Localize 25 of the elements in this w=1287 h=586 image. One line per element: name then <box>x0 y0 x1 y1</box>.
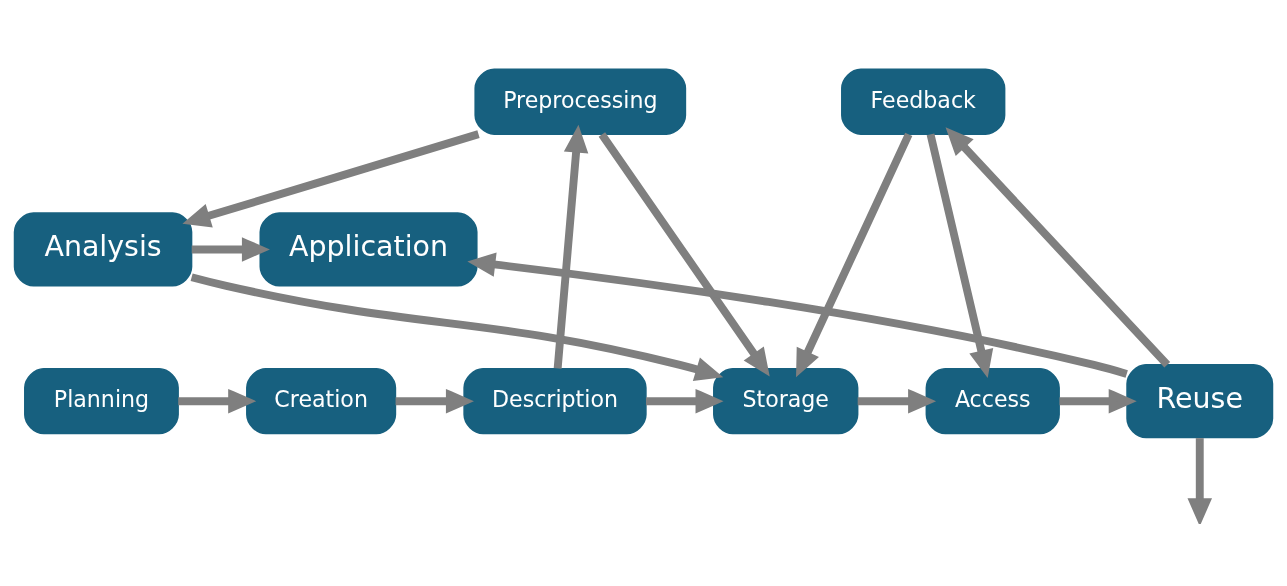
arrow <box>796 132 913 377</box>
node-box: Analysis <box>13 211 193 287</box>
arrow <box>1059 388 1137 413</box>
node-box: Preprocessing <box>474 68 687 135</box>
arrow <box>190 272 724 381</box>
node-box: Reuse <box>1126 363 1274 438</box>
node-box: Description <box>463 367 647 434</box>
arrow <box>646 388 724 413</box>
arrow <box>1187 437 1213 524</box>
arrow <box>191 236 270 262</box>
node-box: Creation <box>246 367 397 434</box>
arrow <box>178 388 257 413</box>
arrow <box>945 126 1171 367</box>
node-box: Access <box>925 367 1060 434</box>
arrow <box>926 133 994 378</box>
arrow <box>857 388 937 413</box>
node-box: Application <box>259 211 478 287</box>
node-box: Planning <box>24 367 179 434</box>
arrow <box>467 251 1128 378</box>
arrow <box>182 129 480 227</box>
node-box: Feedback <box>841 68 1006 135</box>
arrow <box>598 131 770 377</box>
node-box: Storage <box>713 367 859 434</box>
arrow <box>395 388 474 413</box>
arrow <box>553 124 589 369</box>
